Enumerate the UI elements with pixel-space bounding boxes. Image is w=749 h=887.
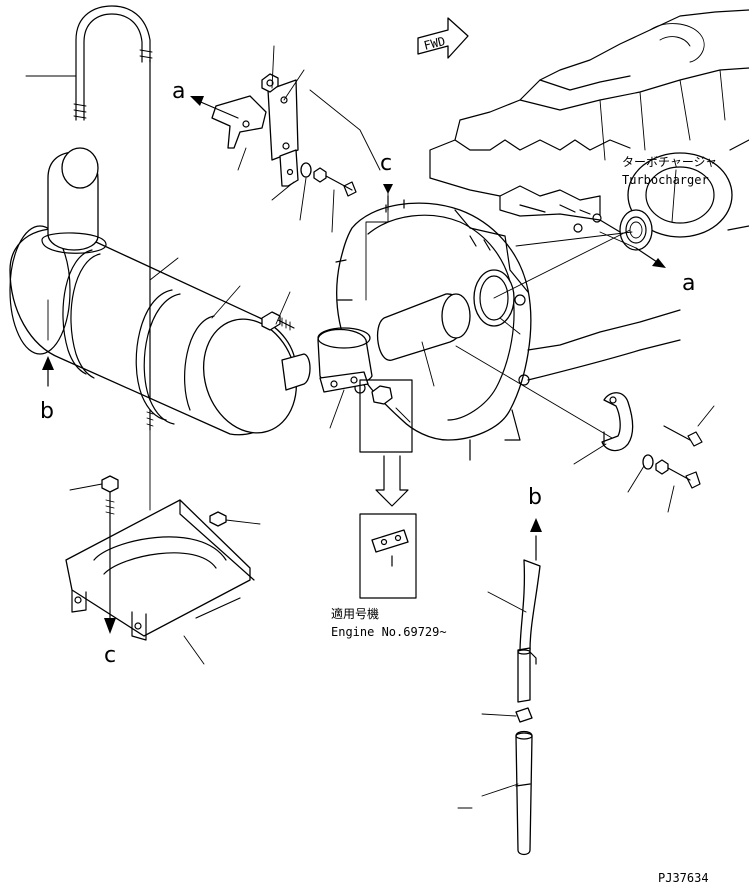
detail-box-lower — [359, 513, 417, 599]
reference-markers: a a b b c c — [40, 79, 695, 668]
drawing-code: PJ37634 — [658, 871, 709, 885]
callout-lines — [25, 45, 715, 809]
ref-c-bottom: c — [104, 643, 116, 668]
drain-tube — [515, 559, 541, 856]
turbocharger-label-en: Turbocharger — [622, 173, 709, 187]
ref-b-left: b — [40, 399, 54, 424]
turbocharger-label-jp: ターボチャージャ — [622, 155, 717, 169]
lower-right-bracket — [601, 392, 703, 489]
ref-b-right: b — [528, 485, 542, 510]
fwd-label: FWD — [422, 34, 446, 53]
detail-arrow-icon — [375, 455, 409, 507]
fwd-arrow-icon: FWD — [417, 17, 469, 59]
ref-c-top: c — [380, 151, 392, 176]
engine-block — [335, 9, 749, 461]
ref-a-left: a — [172, 79, 185, 104]
lower-support-bracket — [65, 475, 255, 641]
muffler — [9, 5, 311, 436]
detail-box-upper — [359, 379, 413, 453]
engine-number-label: Engine No.69729~ — [331, 625, 447, 639]
applicable-label: 適用号機 — [331, 606, 379, 621]
ref-a-right: a — [682, 271, 695, 296]
upper-bracket — [211, 73, 357, 197]
exhaust-connection — [261, 293, 471, 405]
